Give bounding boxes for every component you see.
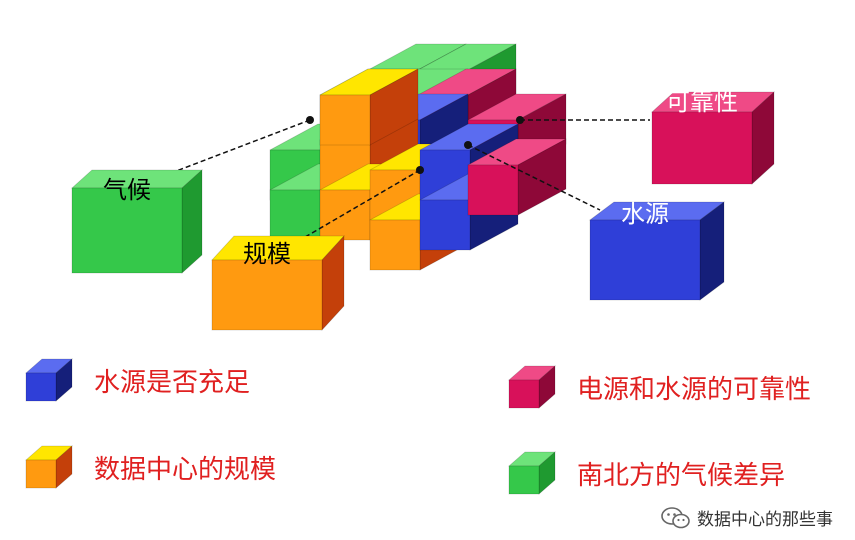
cube-front-face — [71, 187, 183, 274]
cube-front-face — [211, 259, 323, 331]
stack-cube — [319, 68, 419, 146]
green-cube-icon — [507, 451, 557, 495]
card-water-label: 水源 — [621, 200, 669, 228]
cube-right-face — [181, 169, 203, 274]
cube-front-face — [319, 189, 371, 241]
cube-front-face — [419, 199, 471, 251]
cube-front-face — [25, 459, 57, 489]
card-water: 水源 — [588, 200, 726, 301]
card-scale: 规模 — [211, 234, 345, 332]
cube-front-face — [508, 465, 540, 495]
blue-cube-icon — [24, 358, 74, 402]
connector-dot — [306, 116, 314, 124]
card-scale-label: 规模 — [243, 240, 291, 268]
watermark-text: 数据中心的那些事 — [697, 510, 833, 530]
connector-dot — [416, 166, 424, 174]
cube-front-face — [319, 94, 371, 146]
legend-item-climate: 南北方的气候差异 — [505, 448, 785, 498]
legend-item-water: 水源是否充足 — [22, 355, 250, 405]
connector-dot — [464, 141, 472, 149]
cube-front-face — [508, 379, 540, 409]
watermark: 数据中心的那些事 — [661, 505, 833, 530]
connector-lines — [157, 116, 650, 241]
card-reliability: 可靠性 — [650, 88, 776, 185]
cube-front-face — [25, 372, 57, 402]
cube-stack — [269, 43, 567, 271]
connector-water — [464, 141, 601, 211]
legend-label-climate: 南北方的气候差异 — [577, 460, 786, 491]
connector-scale — [299, 166, 424, 241]
cube-front-face — [467, 164, 519, 216]
card-reliability-label: 可靠性 — [666, 88, 738, 116]
legend-item-reliability: 电源和水源的可靠性 — [505, 362, 811, 412]
connector-dot — [516, 116, 524, 124]
card-climate-label: 气候 — [103, 176, 151, 204]
wechat-icon — [661, 506, 690, 528]
yellow-cube-icon — [24, 445, 74, 489]
legend-label-water: 水源是否充足 — [94, 367, 251, 398]
legend-item-scale: 数据中心的规模 — [22, 442, 276, 492]
cube-front-face — [589, 219, 701, 301]
stack-cube — [467, 138, 567, 216]
card-climate: 气候 — [70, 169, 204, 274]
cube-front-face — [651, 111, 753, 185]
cube-front-face — [369, 219, 421, 271]
red-cube-icon — [507, 365, 557, 409]
connector-climate — [157, 116, 314, 179]
legend-label-scale: 数据中心的规模 — [94, 454, 277, 485]
connector-reliability — [516, 116, 650, 124]
legend-label-reliability: 电源和水源的可靠性 — [577, 374, 812, 405]
